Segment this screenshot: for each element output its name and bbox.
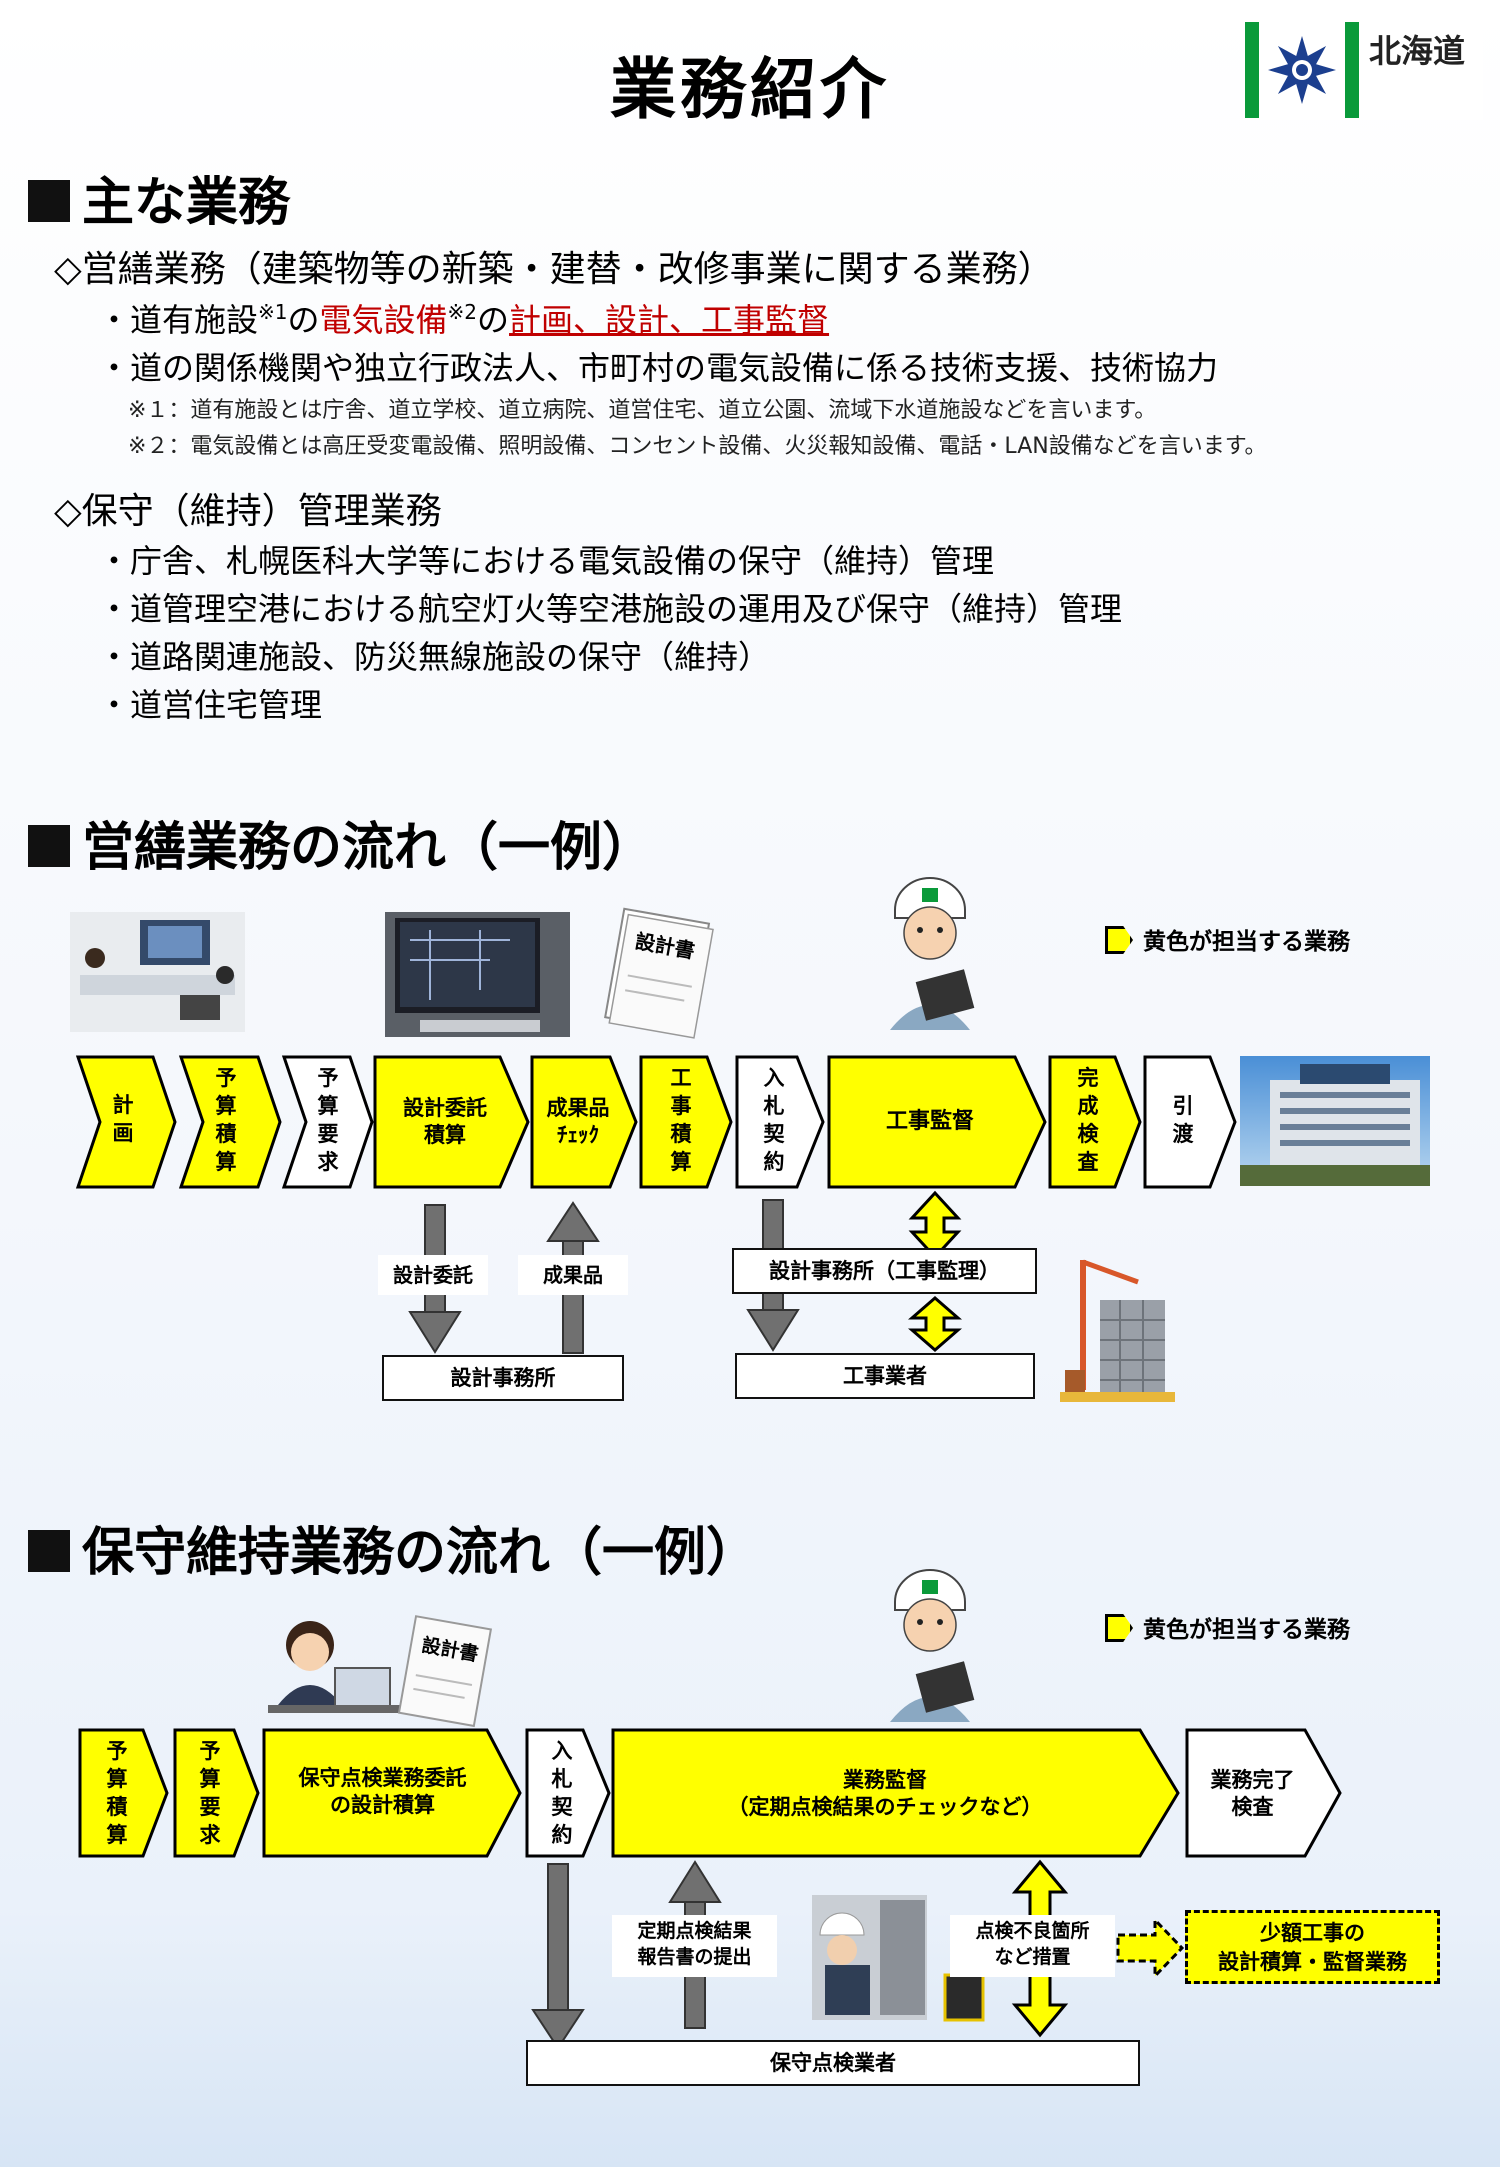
main-heading-text: 主な業務: [82, 173, 291, 233]
cad-monitor-photo: [385, 912, 570, 1037]
step-hikiwatashi-shape: [1143, 1055, 1237, 1189]
b1-sup2: ※2: [447, 300, 478, 324]
flow2-heading: 保守維持業務の流れ（一例）: [28, 1510, 758, 1585]
label-seikabutsu: 成果品: [518, 1255, 628, 1295]
main-heading: 主な業務: [28, 160, 290, 235]
flow1-heading: 営繕業務の流れ（一例）: [28, 805, 654, 880]
eizen-bullet-2: ・道の関係機関や独立行政法人、市町村の電気設備に係る技術支援、技術協力: [98, 349, 1219, 387]
logo-text: 北海道: [1369, 32, 1466, 70]
flow1-heading-text: 営繕業務の流れ（一例）: [82, 818, 655, 878]
meeting-photo: [70, 912, 245, 1032]
square-bullet-icon: [28, 180, 70, 222]
label-report: 定期点検結果 報告書の提出: [612, 1915, 777, 1977]
hoshu-item: ・道管理空港における航空灯火等空港施設の運用及び保守（維持）管理: [98, 590, 1123, 628]
step-sekkei-itaku-label: 設計委託 積算: [403, 1096, 487, 1148]
step2-nyusatsu-label: 入札契約: [551, 1739, 573, 1847]
hokkaido-logo: 北海道: [1243, 20, 1483, 120]
step-nyusatsu-label: 入札契約: [763, 1066, 785, 1174]
design-document-icon-2: [397, 1615, 493, 1728]
note-2: ※２：電気設備とは高圧受変電設備、照明設備、コンセント設備、火災報知設備、電話・…: [128, 434, 1267, 459]
design-document-icon: [604, 907, 714, 1039]
double-arrow-yellow-2: [907, 1296, 963, 1352]
hoshu-item: ・庁舎、札幌医科大学等における電気設備の保守（維持）管理: [98, 542, 995, 580]
step-kansei-kensa-shape: [1048, 1055, 1142, 1189]
b1-pre: ・道有施設: [98, 301, 259, 339]
step2-yosan-sekisan-label: 予算積算: [106, 1739, 128, 1847]
eizen-heading: ◇営繕業務（建築物等の新築・建替・改修事業に関する業務）: [54, 249, 1054, 290]
flow1-legend: 黄色が担当する業務: [1105, 922, 1350, 956]
box-small-work: 少額工事の 設計積算・監督業務: [1185, 1910, 1440, 1984]
note-1: ※１：道有施設とは庁舎、道立学校、道立病院、道営住宅、道立公園、流域下水道施設な…: [128, 398, 1157, 423]
step2-nyusatsu-shape: [525, 1728, 611, 1858]
box-contractor: 工事業者: [735, 1353, 1035, 1399]
flow2-heading-text: 保守維持業務の流れ（一例）: [82, 1523, 759, 1583]
label-defect: 点検不良箇所 など措置: [950, 1915, 1115, 1977]
step2-gyomu-kantoku-shape: [611, 1728, 1180, 1858]
step-hikiwatashi-label: 引渡: [1172, 1094, 1194, 1146]
step-yosan-yokyu-label: 予算要求: [317, 1066, 339, 1174]
step-koji-sekisan-label: 工事積算: [670, 1066, 692, 1174]
office-worker-illustration: [268, 1621, 403, 1713]
inspector-worker-illustration: [890, 877, 975, 1030]
step-keikaku-shape: [75, 1055, 177, 1189]
building-photo: [1240, 1056, 1430, 1186]
step-yosan-sekisan-shape: [178, 1055, 282, 1189]
hoshu-item: ・道路関連施設、防災無線施設の保守（維持）: [98, 638, 771, 676]
star-emblem-icon: [1268, 36, 1336, 104]
step-yosan-sekisan-label: 予算積算: [215, 1066, 237, 1174]
logo-green-bar-left: [1245, 22, 1259, 118]
flow1-legend-text: 黄色が担当する業務: [1143, 929, 1350, 955]
box-inspector: 保守点検業者: [526, 2040, 1140, 2086]
step-kansei-kensa-label: 完成検査: [1077, 1066, 1099, 1174]
step-keikaku-label: 計画: [112, 1093, 134, 1145]
square-bullet-icon: [28, 1530, 70, 1572]
step2-kanryo-kensa-label: 業務完了 検査: [1210, 1768, 1295, 1820]
hoshu-item: ・道営住宅管理: [98, 686, 323, 724]
step2-hoshu-itaku-shape: [262, 1728, 522, 1858]
step2-gyomu-kantoku-label: 業務監督 （定期点検結果のチェックなど）: [727, 1768, 1043, 1820]
step-seikabutsu-label: 成果品 ﾁｪｯｸ: [546, 1096, 610, 1148]
step2-yosan-yokyu-label: 予算要求: [199, 1739, 221, 1847]
construction-site-illustration: [1060, 1259, 1175, 1402]
step-koji-sekisan-shape: [639, 1055, 733, 1189]
step-yosan-yokyu-shape: [281, 1055, 374, 1189]
b1-red-underlined: 計画、設計、工事監督: [509, 301, 830, 339]
box-supervision: 設計事務所（工事監理）: [732, 1248, 1037, 1294]
arrow-down-nyusatsu-2: [531, 1863, 585, 2050]
flow2-legend-text: 黄色が担当する業務: [1143, 1617, 1350, 1643]
hoshu-heading: ◇保守（維持）管理業務: [54, 491, 442, 532]
square-bullet-icon: [28, 825, 70, 867]
flow2-legend: 黄色が担当する業務: [1105, 1610, 1350, 1644]
b1-mid: の: [287, 301, 320, 339]
eizen-bullet-1: ・道有施設※1の電気設備※2の計画、設計、工事監督: [98, 295, 829, 341]
step-sekkei-itaku-shape: [373, 1055, 530, 1189]
step-koji-kantoku-shape: [827, 1055, 1047, 1189]
step2-hoshu-itaku-label: 保守点検業務委託 の設計積算: [298, 1766, 467, 1818]
box-design-office: 設計事務所: [382, 1355, 624, 1401]
b1-sup1: ※1: [258, 300, 288, 324]
label-sekkei-itaku: 設計委託: [378, 1255, 488, 1295]
logo-green-bar-right: [1345, 22, 1359, 118]
inspector-worker-illustration-2: [890, 1569, 975, 1722]
step-nyusatsu-shape: [735, 1055, 825, 1189]
b1-red: 電気設備: [319, 301, 448, 339]
page-title: 業務紹介: [610, 51, 890, 128]
b1-post: の: [477, 301, 510, 339]
step2-yosan-sekisan-shape: [78, 1728, 169, 1858]
dashed-arrow-small-work: [1116, 1916, 1185, 1980]
step-seikabutsu-shape: [530, 1055, 638, 1189]
step2-yosan-yokyu-shape: [173, 1728, 260, 1858]
step2-kanryo-kensa-shape: [1185, 1728, 1342, 1858]
step-koji-kantoku-label: 工事監督: [885, 1109, 974, 1134]
